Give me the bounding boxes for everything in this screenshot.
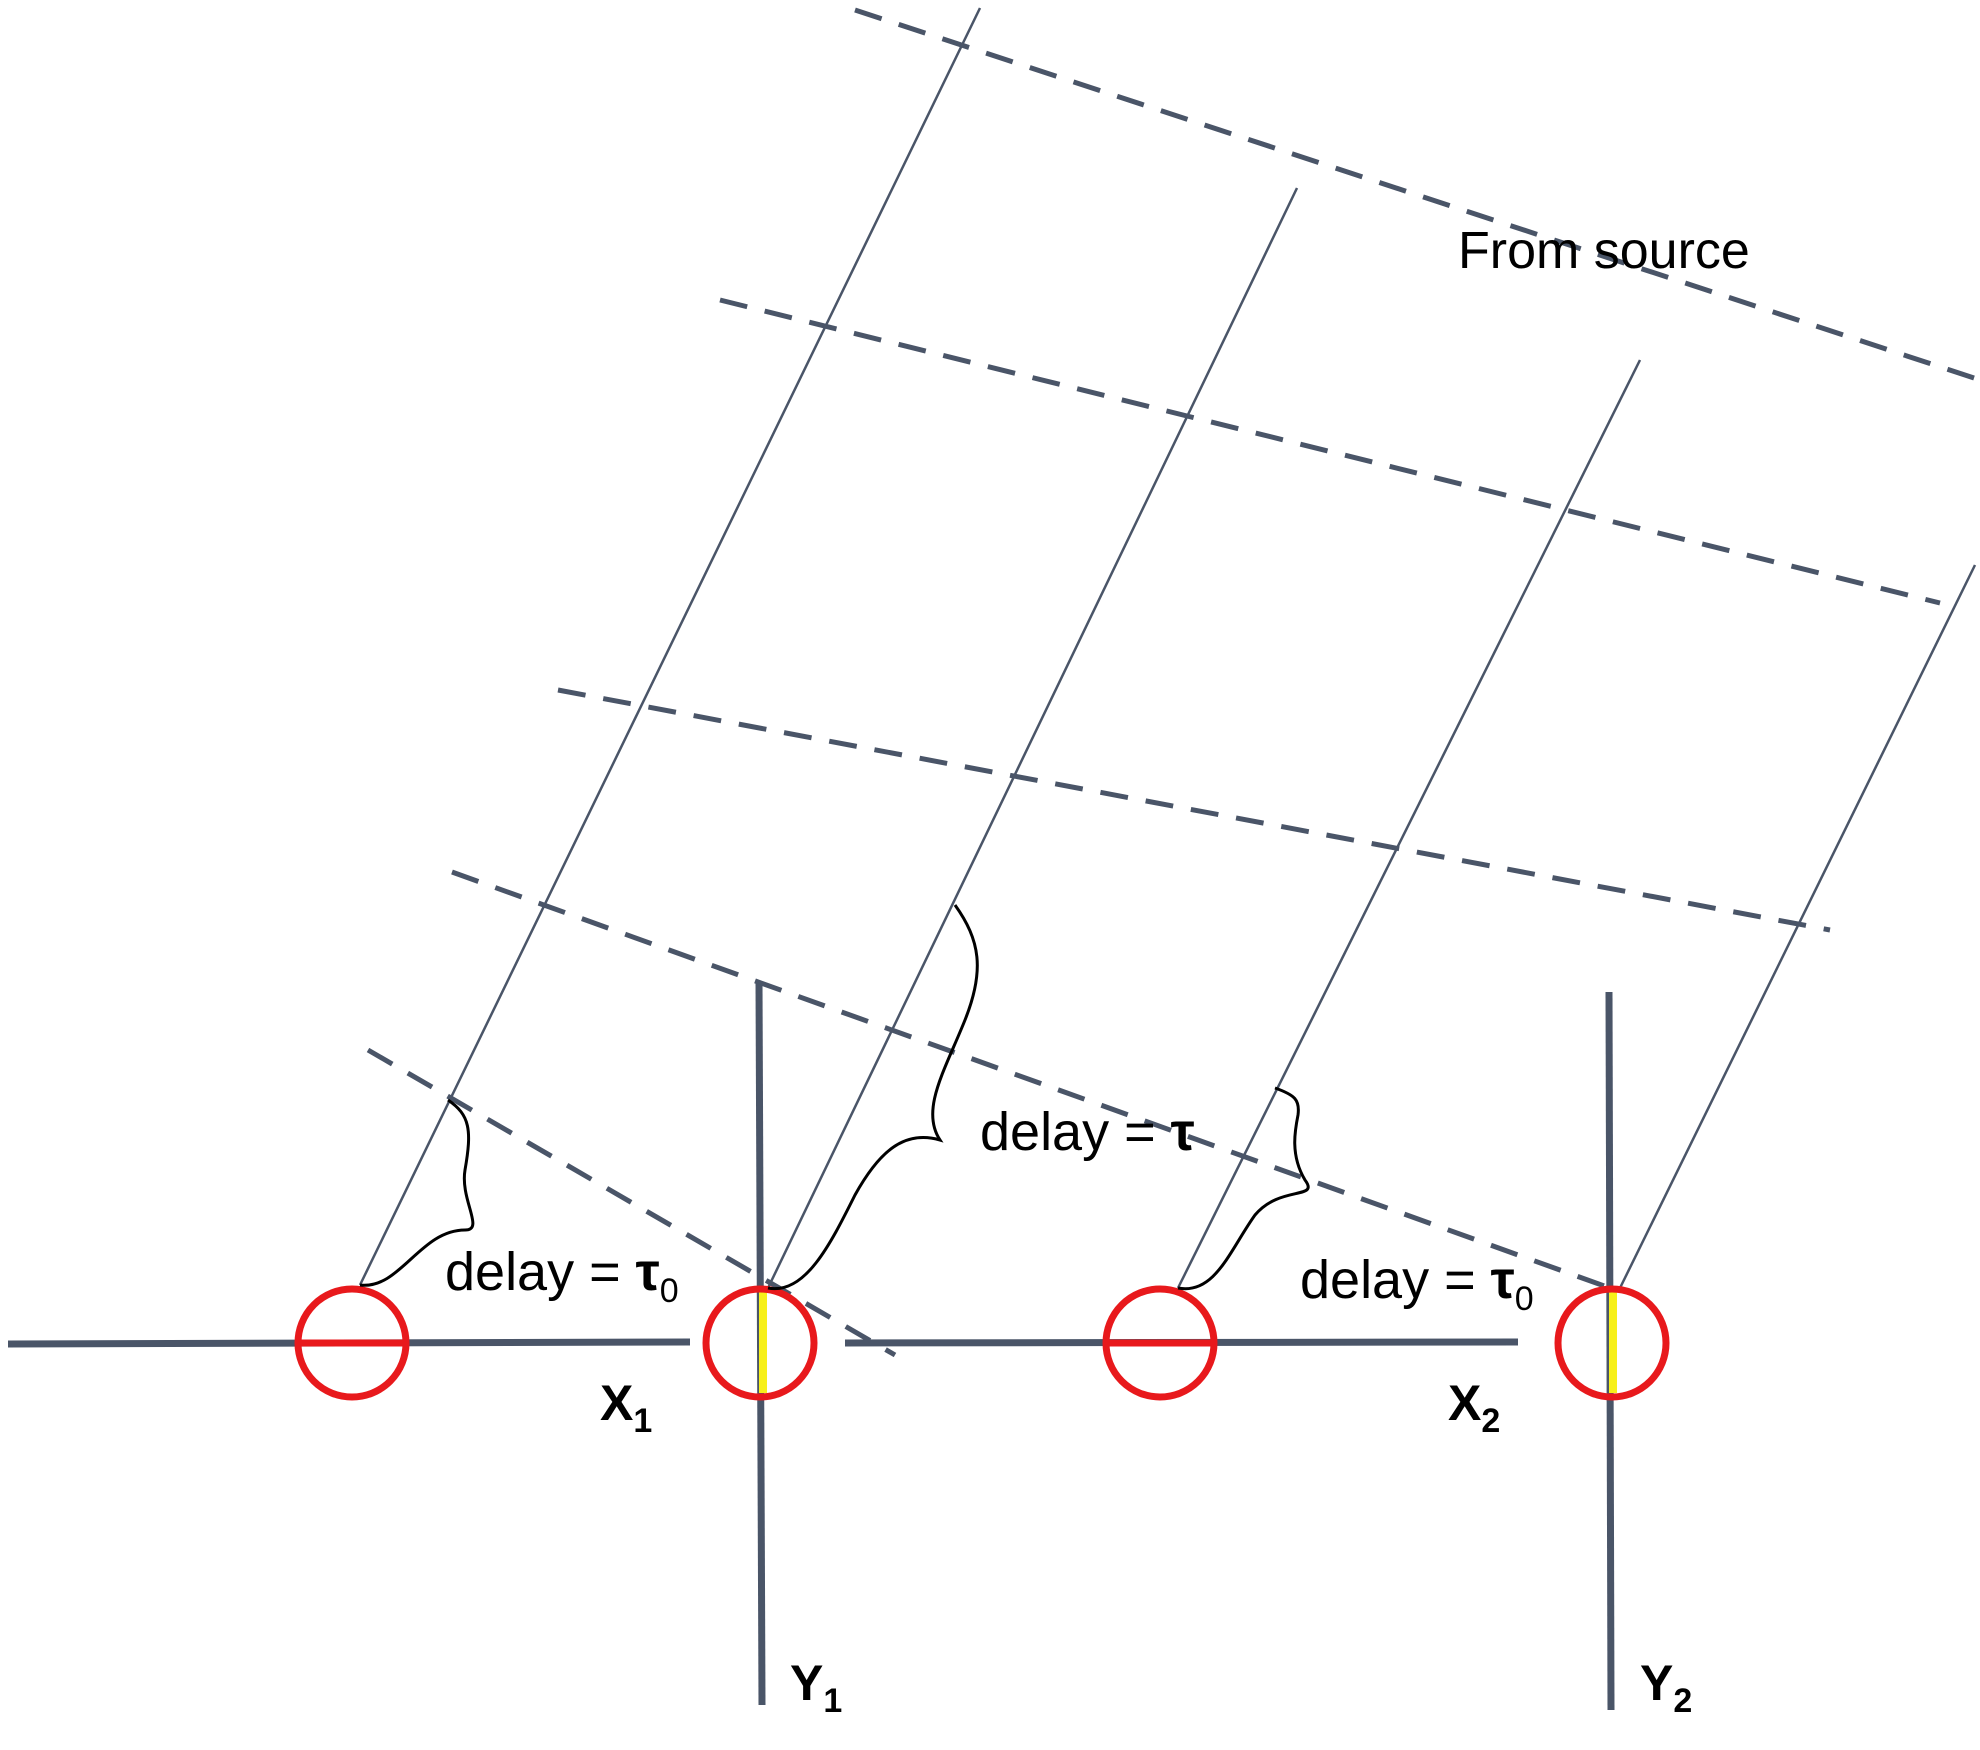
x1-label: X1 [600,1375,652,1440]
wavefront-1 [366,1047,897,1358]
brace-tau0-right [1177,1086,1310,1291]
wavefront-3 [557,687,1831,933]
delay-braces [359,904,1310,1291]
wavefront-5 [854,7,1980,383]
brace-tau0-left [359,1098,475,1287]
ray-3 [1176,359,1642,1289]
from-source-label: From source [1458,222,1750,280]
wavefronts [366,7,1980,1358]
antenna-x1 [294,1285,410,1401]
delay-tau0-left-label: delay = τ0 [445,1242,679,1310]
antenna-x2 [1102,1285,1218,1401]
delay-tau-label: delay = τ [980,1102,1195,1162]
delay-tau0-right-label: delay = τ0 [1300,1250,1534,1318]
ray-2 [766,187,1299,1289]
wavefront-2 [451,869,1611,1291]
highlights [759,1290,1617,1393]
antennas [294,1285,1670,1401]
ray-4 [1618,564,1977,1289]
x2-label: X2 [1448,1375,1500,1440]
y1-label: Y1 [790,1655,842,1720]
rays [358,7,1977,1289]
ray-1 [358,7,982,1286]
wavefront-4 [719,297,1941,606]
antenna-y1 [702,1285,818,1401]
brace-tau [767,904,979,1291]
antenna-y2 [1554,1285,1670,1401]
y2-label: Y2 [1640,1655,1692,1720]
